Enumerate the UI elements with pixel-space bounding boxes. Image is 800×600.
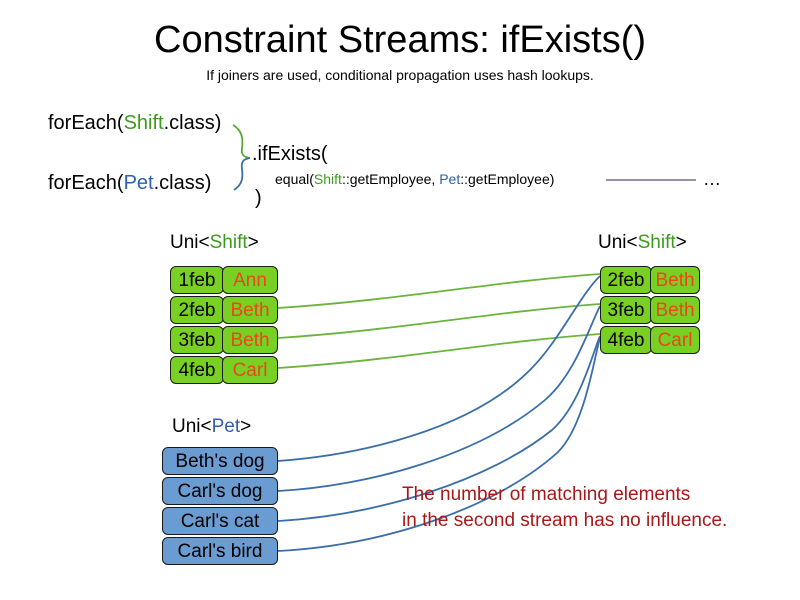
code-equal-prefix: equal( xyxy=(275,171,314,187)
label-left-prefix: Uni< xyxy=(170,232,210,253)
green-wire-2feb xyxy=(277,273,601,309)
code-ifexists-open: .ifExists( xyxy=(252,143,328,165)
brace-blue-path xyxy=(233,157,251,191)
label-pet-type: Pet xyxy=(211,416,241,437)
ellipsis-label: … xyxy=(703,169,721,189)
cell-date: 2feb xyxy=(600,266,652,294)
label-left-type: Shift xyxy=(209,232,248,253)
code-equal-joiner: equal(Shift::getEmployee, Pet::getEmploy… xyxy=(275,170,554,188)
cell-pet-name: Carl's bird xyxy=(162,537,278,565)
code-foreach-shift-prefix: forEach( xyxy=(48,112,124,134)
label-pet-prefix: Uni< xyxy=(172,416,212,437)
cell-pet-name: Carl's cat xyxy=(162,507,278,535)
cell-date: 2feb xyxy=(170,296,224,324)
cell-date: 3feb xyxy=(600,296,652,324)
cell-employee: Carl xyxy=(650,326,700,354)
code-equal-arg1-method: ::getEmployee, xyxy=(341,171,440,187)
annotation-line-2: in the second stream has no influence. xyxy=(402,510,728,531)
label-uni-pet: Uni<Pet> xyxy=(172,416,251,438)
cell-employee: Beth xyxy=(222,296,278,324)
cell-employee: Ann xyxy=(222,266,278,294)
blue-wire-carls-dog xyxy=(277,305,601,492)
label-left-suffix: > xyxy=(247,232,259,253)
cell-date: 4feb xyxy=(600,326,652,354)
cell-pet-name: Beth's dog xyxy=(162,447,278,475)
slide-title: Constraint Streams: ifExists() xyxy=(154,19,646,61)
green-wire-3feb xyxy=(277,303,601,339)
code-equal-arg2-type: Pet xyxy=(439,171,461,187)
code-foreach-shift-suffix: .class) xyxy=(163,112,222,134)
cell-employee: Beth xyxy=(650,296,700,324)
code-foreach-shift: forEach(Shift.class) xyxy=(48,111,221,135)
code-foreach-shift-type: Shift xyxy=(123,112,164,134)
cell-employee: Beth xyxy=(650,266,700,294)
code-equal-arg2-method: ::getEmployee) xyxy=(460,171,555,187)
blue-wire-beths-dog xyxy=(277,275,601,462)
label-right-type: Shift xyxy=(637,232,676,253)
annotation-line-1: The number of matching elements xyxy=(402,484,691,505)
cell-date: 1feb xyxy=(170,266,224,294)
cell-employee: Beth xyxy=(222,326,278,354)
cell-employee: Carl xyxy=(222,356,278,384)
code-equal-arg1-type: Shift xyxy=(313,171,342,187)
green-wire-4feb xyxy=(277,333,601,369)
code-foreach-pet-type: Pet xyxy=(123,172,154,194)
cell-date: 4feb xyxy=(170,356,224,384)
cell-pet-name: Carl's dog xyxy=(162,477,278,505)
slide-subtitle: If joiners are used, conditional propaga… xyxy=(206,67,594,83)
brace-green-path xyxy=(232,124,251,159)
label-right-uni-shift: Uni<Shift> xyxy=(598,232,687,254)
code-foreach-pet-prefix: forEach( xyxy=(48,172,124,194)
code-ifexists-close: ) xyxy=(255,187,262,209)
label-left-uni-shift: Uni<Shift> xyxy=(170,232,259,254)
label-pet-suffix: > xyxy=(240,416,252,437)
cell-date: 3feb xyxy=(170,326,224,354)
code-foreach-pet: forEach(Pet.class) xyxy=(48,171,211,195)
label-right-prefix: Uni< xyxy=(598,232,638,253)
annotation-note: The number of matching elements in the s… xyxy=(402,482,727,534)
code-foreach-pet-suffix: .class) xyxy=(153,172,212,194)
label-right-suffix: > xyxy=(675,232,687,253)
